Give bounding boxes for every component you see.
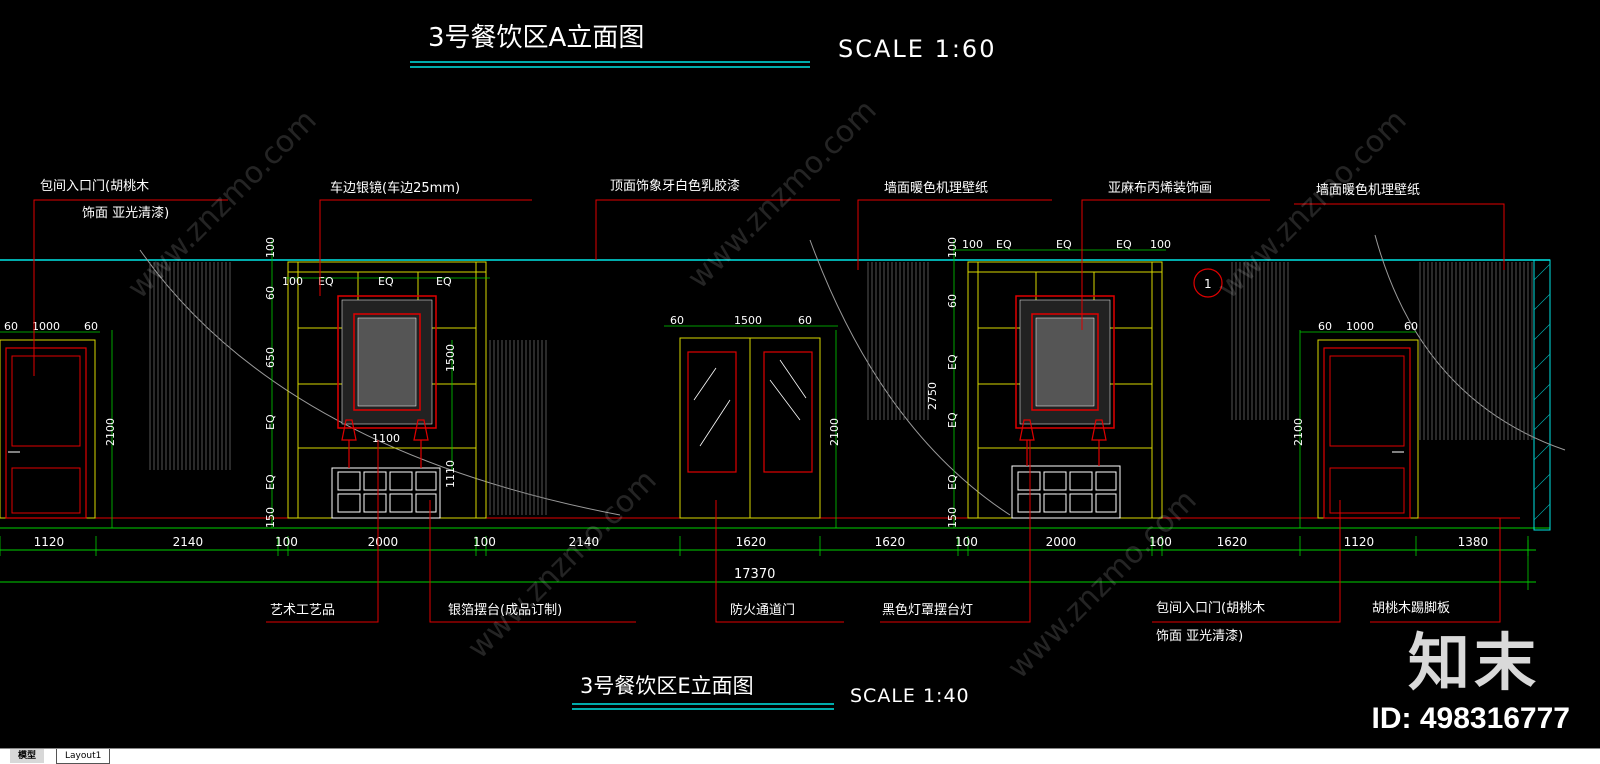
fire-door-dim-1500: 1500	[734, 314, 762, 327]
segment-dimension: 2140	[569, 535, 600, 549]
bottom-label-4: 黑色灯罩摆台灯	[882, 602, 973, 618]
bottom-label-3: 防火通道门	[730, 602, 795, 618]
top-label-6: 墙面暖色机理壁纸	[1316, 182, 1420, 198]
fire-door-dim-60b: 60	[798, 314, 812, 327]
vdim-left-100: 100	[264, 237, 277, 258]
eq-left-3: EQ	[436, 275, 452, 288]
bottom-dimension-chain: 1120 2140 100 2000 100 2140 1620 1620 100 2000 100…	[0, 535, 1529, 556]
site-watermark: www.znzmo.com	[1001, 483, 1204, 686]
top-label-1-line1: 包间入口门(胡桃木	[40, 179, 149, 194]
vdim-right-eq1: EQ	[946, 354, 959, 370]
left-mirror-frame	[337, 295, 437, 429]
right-console-cabinet	[1011, 465, 1121, 519]
vdim-fire-door-2100: 2100	[828, 418, 841, 446]
left-entrance-door	[0, 339, 96, 519]
segment-dimension: 1620	[1217, 535, 1248, 549]
bottom-label-2: 银箔摆台(成品订制)	[448, 602, 562, 618]
hdim-cabinet-1100: 1100	[372, 432, 400, 445]
callout-circle	[1193, 268, 1223, 298]
layout-tab-bar: 模型 Layout1	[0, 748, 1600, 764]
segment-dimension: 1120	[1344, 535, 1375, 549]
segment-dimension: 1380	[1458, 535, 1489, 549]
eq-left-2: EQ	[378, 275, 394, 288]
end-wall-hatch	[1533, 263, 1551, 521]
vdim-left-60: 60	[264, 286, 277, 300]
door-right-dim-60a: 60	[1318, 320, 1332, 333]
tab-model[interactable]: 模型	[10, 749, 45, 763]
vdim-cabinet-1110: 1110	[444, 460, 457, 488]
right-entrance-door	[1317, 339, 1419, 519]
top-label-4: 墙面暖色机理壁纸	[884, 180, 988, 196]
segment-dimension: 1620	[736, 535, 767, 549]
segment-dimension: 2140	[173, 535, 204, 549]
bottom-label-1: 艺术工艺品	[270, 603, 335, 618]
vdim-right-150: 150	[946, 507, 959, 528]
door-left-dim-60b: 60	[84, 320, 98, 333]
site-watermark: www.znzmo.com	[681, 93, 884, 296]
segment-dimension: 100	[1149, 535, 1172, 549]
vdim-right-door-2100: 2100	[1292, 418, 1305, 446]
vdim-left-eq1: EQ	[264, 414, 277, 430]
segment-dimension: 100	[275, 535, 298, 549]
site-watermarks: www.znzmo.com www.znzmo.com www.znzmo.co…	[121, 93, 1414, 686]
door-right-dim-60b: 60	[1404, 320, 1418, 333]
vdim-left-650: 650	[264, 347, 277, 368]
top-label-2: 车边银镜(车边25mm)	[330, 180, 460, 196]
top-label-3: 顶面饰象牙白色乳胶漆	[610, 178, 740, 194]
vdim-left-eq2: EQ	[264, 474, 277, 490]
vdim-left-150: 150	[264, 507, 277, 528]
site-watermark: www.znzmo.com	[461, 463, 664, 666]
top-label-5: 亚麻布丙烯装饰画	[1108, 181, 1212, 196]
eq-right-100a: 100	[962, 238, 983, 251]
cad-drawing-canvas[interactable]: 3号餐饮区A立面图 SCALE 1:60	[0, 0, 1600, 748]
eq-right-100b: 100	[1150, 238, 1171, 251]
segment-dimension: 100	[473, 535, 496, 549]
segment-dimension: 2000	[368, 535, 399, 549]
watermark-id: ID: 498316777	[1371, 702, 1571, 735]
title-e: 3号餐饮区E立面图	[580, 674, 754, 698]
bottom-label-5-line1: 包间入口门(胡桃木	[1156, 601, 1265, 616]
eq-left-1: EQ	[318, 275, 334, 288]
door-left-dim-1000: 1000	[32, 320, 60, 333]
bottom-label-5-line2: 饰面 亚光清漆)	[1156, 628, 1243, 644]
total-dimension: 17370	[734, 567, 775, 582]
bottom-label-6: 胡桃木踢脚板	[1372, 600, 1450, 616]
eq-right-1: EQ	[996, 238, 1012, 251]
tab-layout1[interactable]: Layout1	[56, 749, 111, 764]
eq-right-3: EQ	[1116, 238, 1132, 251]
segment-dimension: 100	[955, 535, 978, 549]
left-table-lamps	[341, 419, 429, 468]
segment-dimension: 1620	[875, 535, 906, 549]
vdim-right-60: 60	[946, 294, 959, 308]
top-label-1-line2: 饰面 亚光清漆)	[82, 205, 169, 221]
door-left-dim-60a: 60	[4, 320, 18, 333]
callout-number: 1	[1204, 277, 1212, 291]
right-mirror-frame	[1015, 295, 1115, 429]
vdim-left-door-2100: 2100	[104, 418, 117, 446]
segment-dimension: 2000	[1046, 535, 1077, 549]
vdim-mirror-1500: 1500	[444, 344, 457, 372]
vdim-right-100: 100	[946, 237, 959, 258]
eq-right-2: EQ	[1056, 238, 1072, 251]
vdim-2750: 2750	[926, 382, 939, 410]
fire-exit-double-door	[679, 337, 821, 519]
scale-a: SCALE 1:60	[838, 35, 996, 63]
door-right-dim-1000: 1000	[1346, 320, 1374, 333]
title-a: 3号餐饮区A立面图	[428, 23, 644, 53]
vdim-right-eq3: EQ	[946, 474, 959, 490]
segment-dimension: 1120	[34, 535, 65, 549]
eq-left-100: 100	[282, 275, 303, 288]
vdim-right-eq2: EQ	[946, 412, 959, 428]
right-table-lamps	[1019, 419, 1107, 466]
fire-door-dim-60a: 60	[670, 314, 684, 327]
wallpaper-hatch	[149, 262, 1533, 515]
scale-e: SCALE 1:40	[850, 685, 970, 707]
znzmo-logo: 知末	[1407, 626, 1540, 699]
left-console-cabinet	[331, 467, 441, 519]
